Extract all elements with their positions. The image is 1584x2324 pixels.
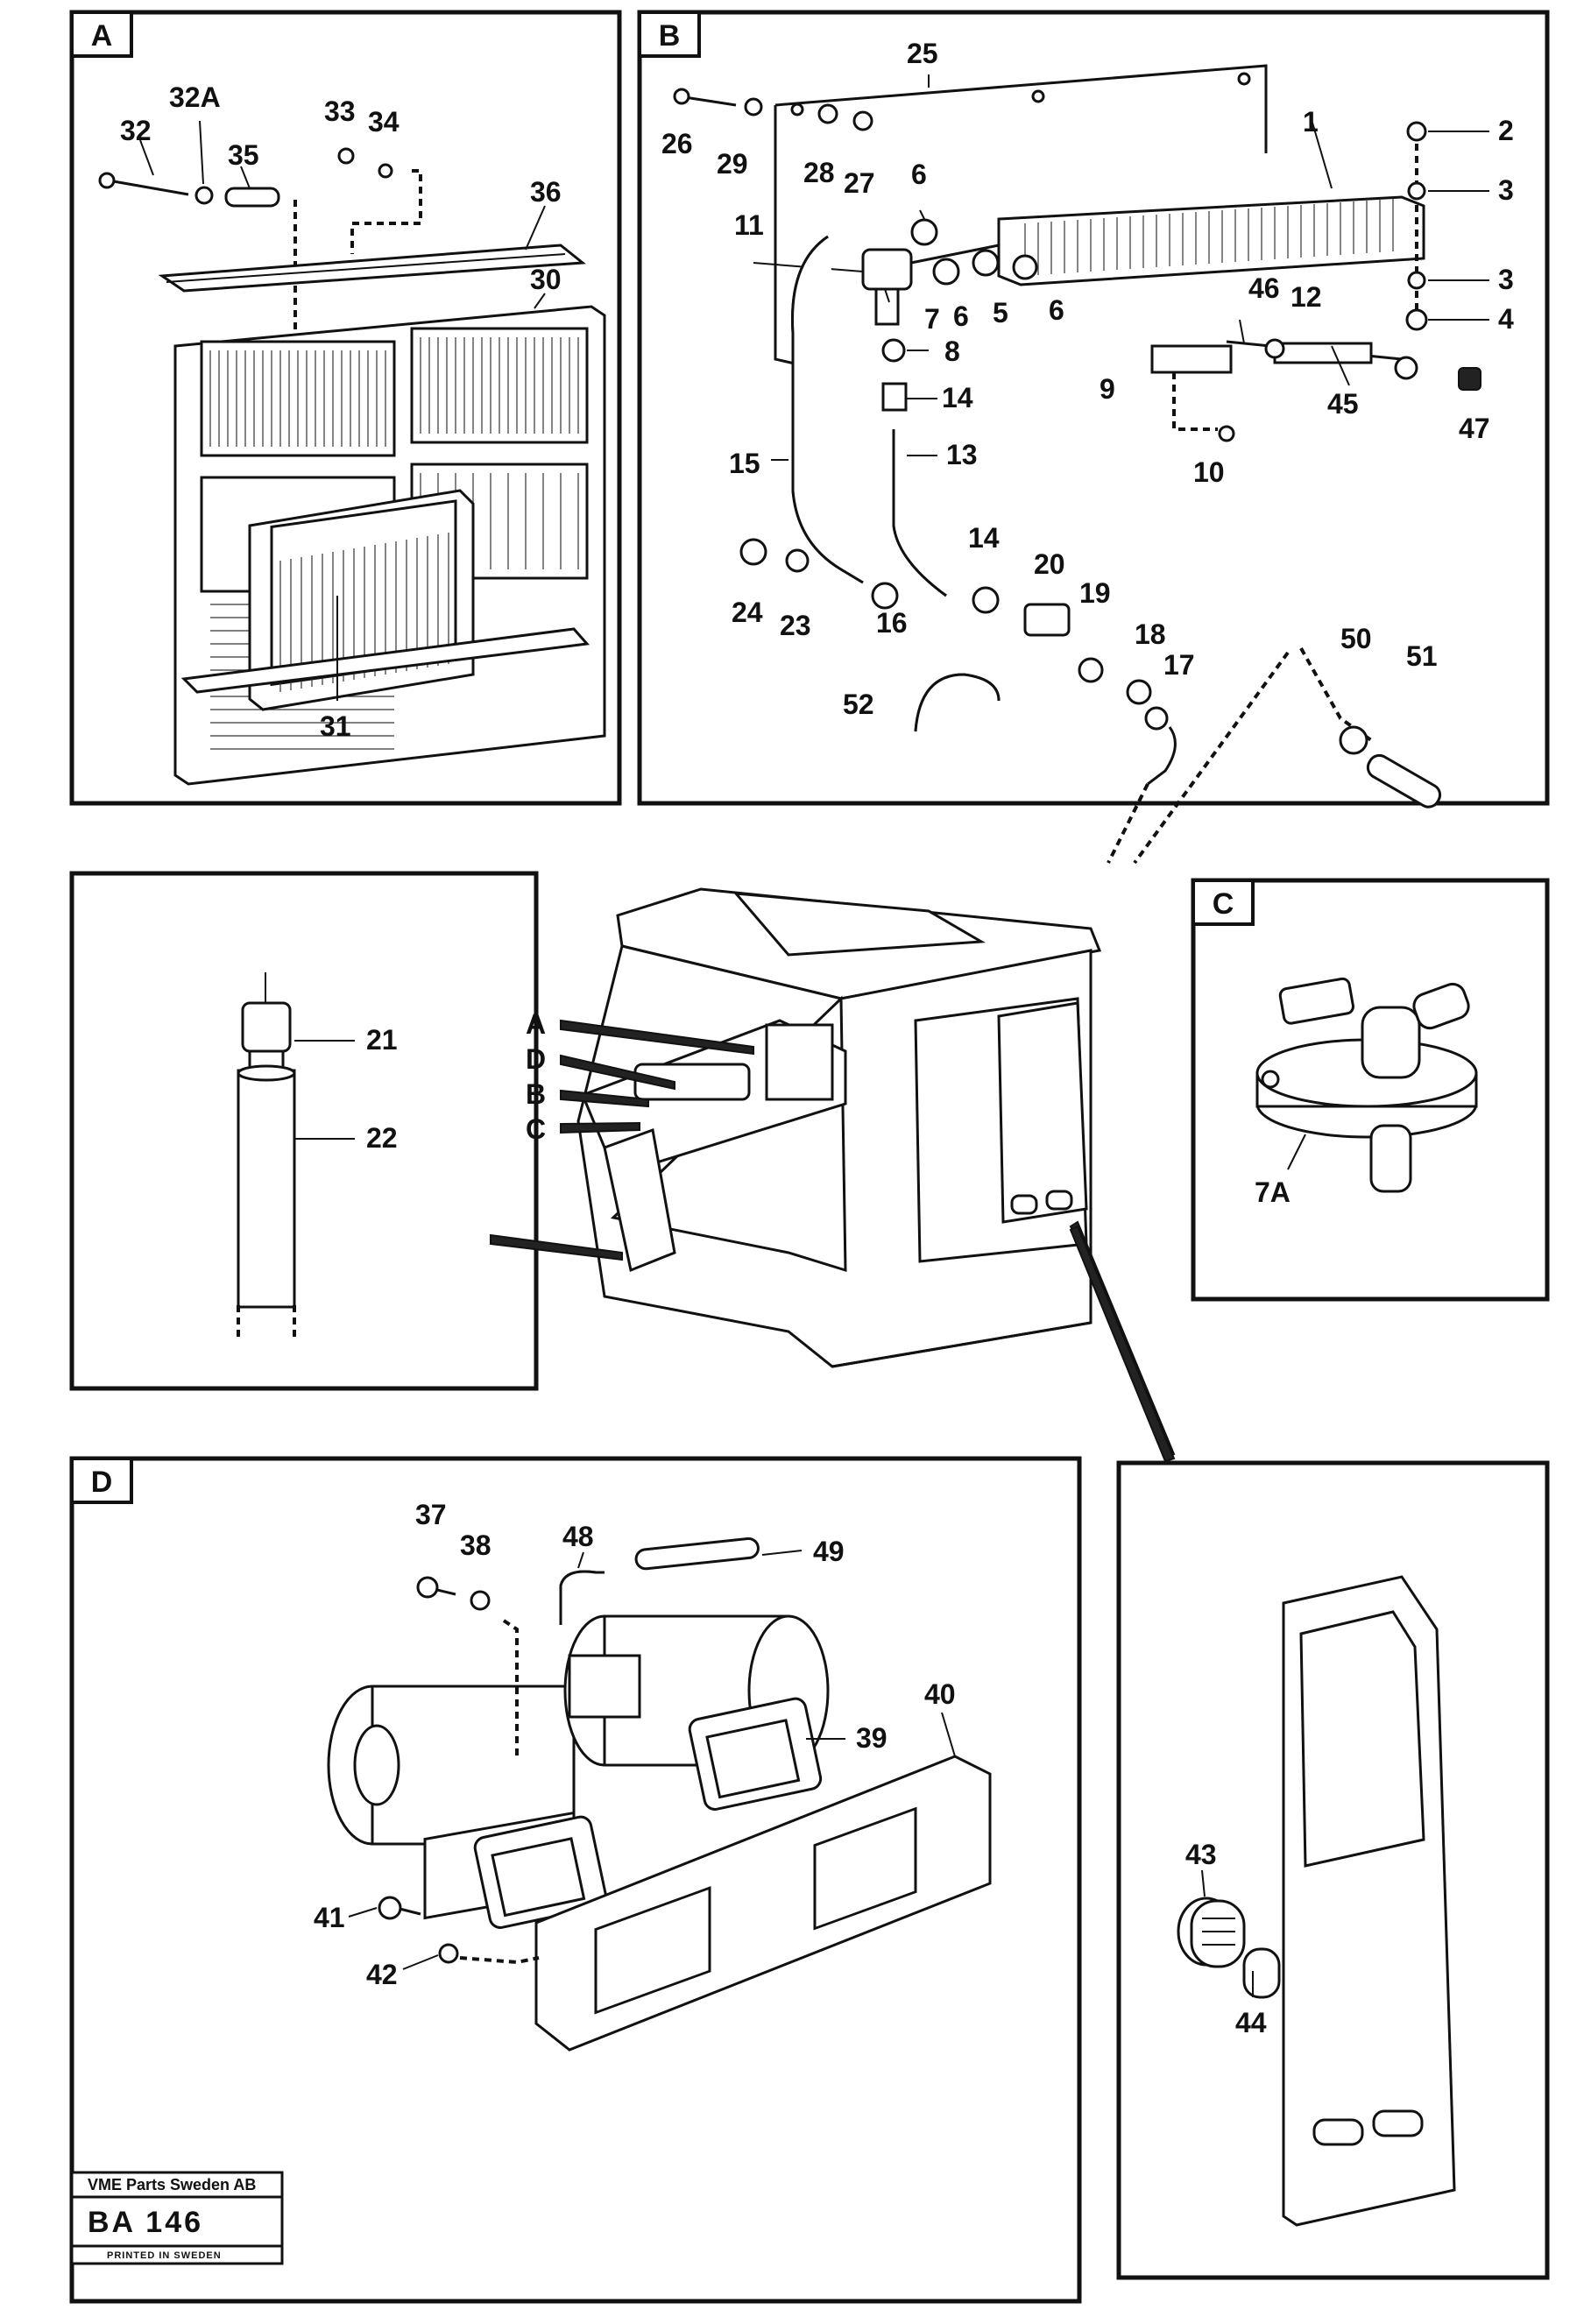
callout-5: 5 xyxy=(993,297,1008,328)
panel-hose-detail-frame xyxy=(69,871,539,1391)
cab-pointer-b: B xyxy=(526,1078,546,1110)
callout-15: 15 xyxy=(729,448,760,479)
callout-31: 31 xyxy=(320,710,351,742)
callout-38: 38 xyxy=(460,1529,491,1561)
valve-assembly xyxy=(753,218,1038,412)
callout-37: 37 xyxy=(415,1499,447,1530)
callout-24: 24 xyxy=(732,597,763,628)
callout-14a: 14 xyxy=(942,382,973,413)
callout-6a: 6 xyxy=(911,159,927,190)
callout-26: 26 xyxy=(661,128,693,159)
callout-45: 45 xyxy=(1327,388,1359,420)
callout-4: 4 xyxy=(1498,303,1514,335)
callout-25: 25 xyxy=(907,38,938,69)
callout-20: 20 xyxy=(1034,548,1065,580)
stamp-printed: PRINTED IN SWEDEN xyxy=(107,2250,222,2261)
callout-9: 9 xyxy=(1100,373,1115,405)
callout-36: 36 xyxy=(530,176,562,208)
panel-b-tag: B xyxy=(659,19,681,53)
panel-a-tag-box xyxy=(70,11,133,58)
callout-19: 19 xyxy=(1079,577,1111,609)
heater-core xyxy=(997,195,1425,286)
cab-door xyxy=(1282,1575,1456,2227)
callout-28: 28 xyxy=(803,157,835,188)
callout-21: 21 xyxy=(366,1024,398,1056)
water-valve-7a xyxy=(1255,977,1478,1193)
panel-b-tag-box xyxy=(638,11,701,58)
callout-3: 3 xyxy=(1498,174,1514,206)
callout-22: 22 xyxy=(366,1122,398,1154)
stamp-code: BA 146 xyxy=(88,2206,203,2239)
callout-52: 52 xyxy=(843,689,874,720)
callout-2: 2 xyxy=(1498,115,1514,146)
panel-d-tag-box xyxy=(70,1457,133,1504)
callout-7: 7 xyxy=(924,303,940,335)
hose-22 xyxy=(237,1069,296,1309)
callout-32: 32 xyxy=(120,115,152,146)
callout-32a: 32A xyxy=(169,81,221,113)
stamp-printed-box xyxy=(70,2244,284,2265)
callout-46: 46 xyxy=(1248,272,1280,304)
callout-39: 39 xyxy=(856,1722,887,1754)
callout-8: 8 xyxy=(944,336,960,367)
callout-42: 42 xyxy=(366,1959,398,1990)
callout-17: 17 xyxy=(1163,649,1195,681)
cab-overview: A D B C xyxy=(490,887,1176,1459)
callout-12: 12 xyxy=(1291,281,1322,313)
hose-nut-21 xyxy=(241,1001,292,1053)
callout-43: 43 xyxy=(1185,1839,1217,1870)
panel-c-tag-box xyxy=(1192,879,1255,926)
cab-pointer-d: D xyxy=(526,1043,546,1075)
stamp-company: VME Parts Sweden AB xyxy=(88,2176,256,2193)
callout-13: 13 xyxy=(946,439,978,470)
callout-44: 44 xyxy=(1235,2007,1267,2038)
panel-door: 43 44 xyxy=(1116,1460,1550,2280)
panel-b: B xyxy=(637,10,1550,809)
callout-35: 35 xyxy=(228,139,259,171)
panel-c-tag: C xyxy=(1213,887,1234,921)
callout-40: 40 xyxy=(924,1678,956,1710)
vent-grille-43 xyxy=(1177,1897,1246,1968)
title-stamp: VME Parts Sweden AB BA 146 PRINTED IN SW… xyxy=(70,2171,284,2265)
door-pointer xyxy=(1069,1225,1176,1463)
lower-strip xyxy=(180,627,590,694)
callout-50: 50 xyxy=(1340,623,1372,654)
callout-16: 16 xyxy=(876,607,908,639)
callout-47: 47 xyxy=(1459,413,1490,444)
callout-33: 33 xyxy=(324,95,356,127)
callout-23: 23 xyxy=(780,610,811,641)
panel-d: D xyxy=(69,1456,1082,2304)
callout-7a: 7A xyxy=(1255,1176,1291,1208)
callout-49: 49 xyxy=(813,1536,845,1567)
callout-3b: 3 xyxy=(1498,264,1514,295)
callout-6c: 6 xyxy=(1049,294,1064,326)
stamp-code-box xyxy=(70,2195,284,2248)
callout-6b: 6 xyxy=(953,300,969,332)
callout-1: 1 xyxy=(1303,106,1319,138)
callout-41: 41 xyxy=(314,1902,345,1933)
panel-a-tag: A xyxy=(91,19,113,53)
panel-hose-detail: 21 22 xyxy=(69,871,539,1391)
callout-10: 10 xyxy=(1193,456,1225,488)
callout-27: 27 xyxy=(844,167,875,199)
cab-pointer-a: A xyxy=(526,1008,546,1040)
pipe-continuation xyxy=(1107,783,1149,864)
callout-11: 11 xyxy=(734,209,764,241)
callout-29: 29 xyxy=(717,148,748,180)
callout-30: 30 xyxy=(530,264,562,295)
callout-34: 34 xyxy=(368,106,400,138)
panel-d-tag: D xyxy=(91,1466,113,1499)
cab-pointer-c: C xyxy=(526,1113,546,1145)
panel-c: C 7A xyxy=(1191,878,1550,1302)
callout-14b: 14 xyxy=(968,522,1000,554)
seal-44 xyxy=(1242,1947,1281,1999)
panel-a: A xyxy=(69,10,622,806)
bracket-9 xyxy=(1150,344,1233,374)
callout-18: 18 xyxy=(1135,618,1166,650)
callout-51: 51 xyxy=(1406,640,1438,672)
callout-48: 48 xyxy=(562,1521,594,1552)
